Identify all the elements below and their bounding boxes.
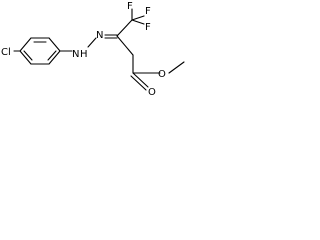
chain-bond [116,35,134,56]
methyl-bond [168,61,185,74]
atom-nh-h: H [80,49,88,60]
atom-carbonyl-o: O [148,87,156,98]
nh-n-bond [87,37,97,48]
ring-double-bond [23,50,33,61]
atom-ester-o: O [158,69,166,80]
carbonyl-double-bond [132,72,149,88]
atom-nh-n: N [72,49,79,60]
cf3-to-f2-bond [131,15,145,21]
ring-bond [48,37,61,52]
c-to-cf3-bond [116,19,133,37]
ring-bond [48,50,61,65]
atom-imine-n: N [96,30,103,41]
chlorophenyl-ring [19,37,61,65]
molecule-drawing: Cl N H N F F F O O [1,1,185,98]
cf3-to-f3-bond [131,19,145,25]
atom-f1: F [127,1,133,12]
carbonyl-double-bond [130,75,147,91]
atom-cl: Cl [1,47,11,58]
atom-f3: F [145,22,151,33]
ring-double-bond [47,50,57,61]
structure-diagram: Cl N H N F F F O O [0,0,190,99]
ring-bond [19,50,32,65]
ring-bond [19,37,32,52]
atom-f2: F [145,6,151,17]
